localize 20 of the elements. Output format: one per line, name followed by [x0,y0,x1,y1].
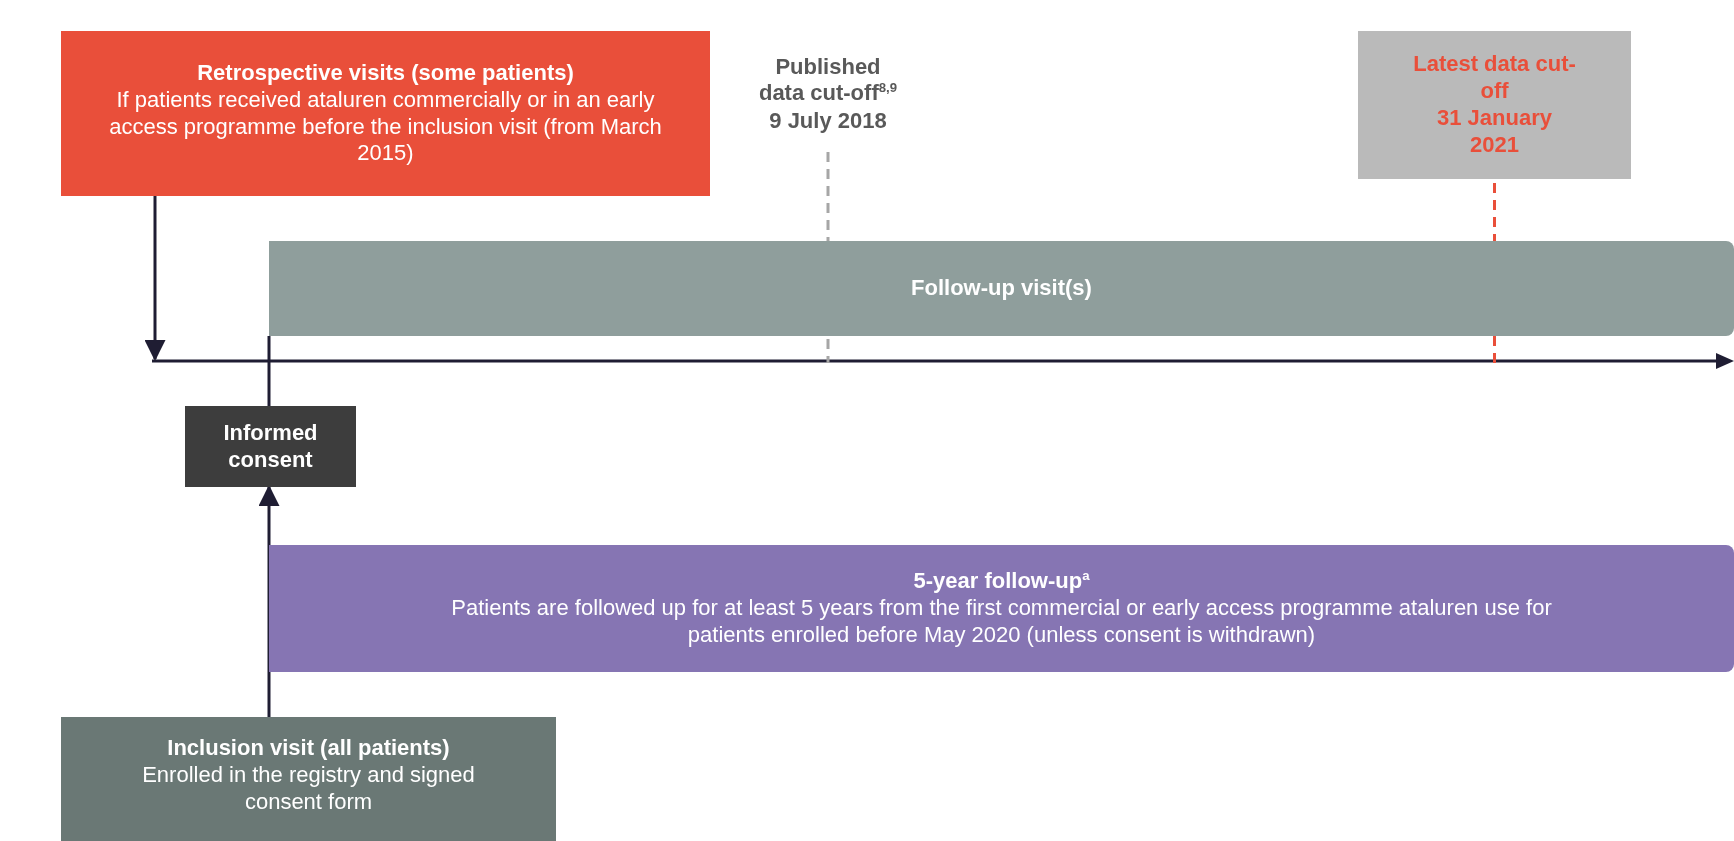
cut-off-label: Published data cut-off$^{8,9}$ [757,53,899,108]
cut-off-label: 9 July 2018 [769,107,887,135]
cut-off-box [1358,31,1631,179]
box-heading: Follow-up visit(s) [911,275,1092,302]
box-heading: Inclusion visit (all patients) [167,735,450,762]
event-box [61,31,710,196]
connector-line [267,336,271,406]
box-text: 31 January 2021 [1436,105,1553,159]
timeline-bar [269,545,1734,672]
box-heading: Retrospective visits (some patients) [197,59,574,87]
event-box [61,717,556,841]
box-heading: Latest data cut-off [1413,51,1576,105]
box-heading: 5-year follow-up$^{a}$ [913,568,1090,596]
box-text: Enrolled in the registry and signed consent form [141,761,476,816]
box-text: Patients are followed up for at least 5 years from the first commercial or early access programme ataluren use for patients enrolled before May 2020 (unless consent is withdrawn) [450,595,1553,649]
timeline-bar [269,241,1734,336]
event-box [185,406,356,487]
box-heading: Informed consent [222,419,319,474]
arrow [144,196,166,362]
box-text: If patients received ataluren commercially or in an early access programme before the inclusion visit (from March 2015) [108,86,663,168]
